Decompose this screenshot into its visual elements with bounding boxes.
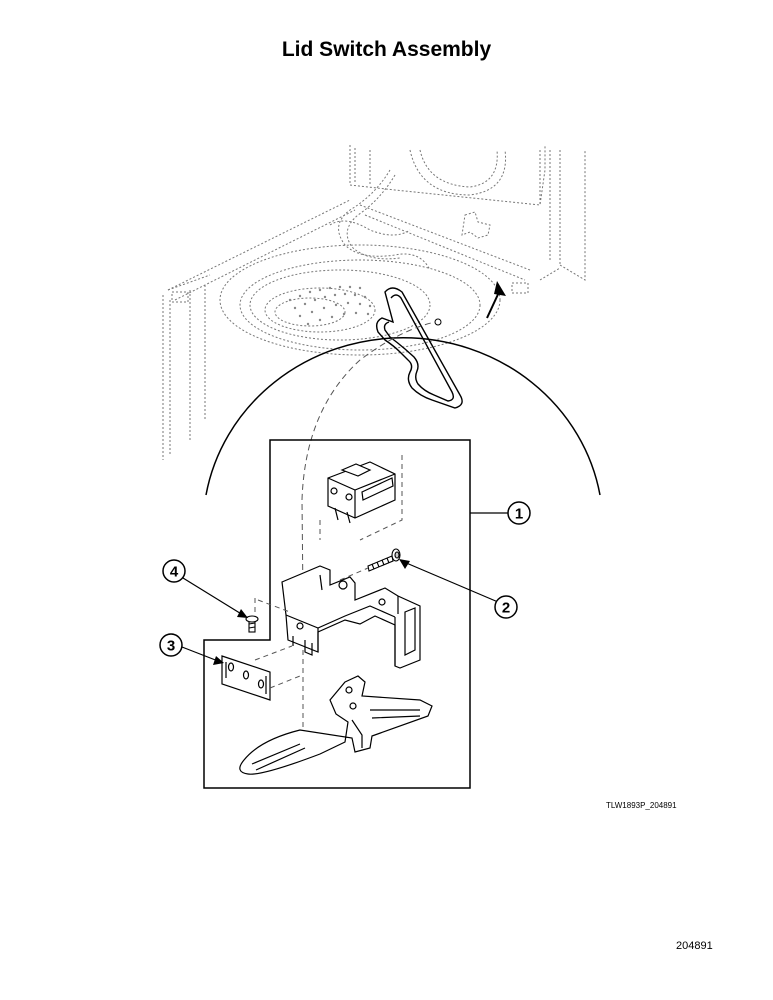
callout-3: 3	[159, 633, 224, 665]
screw-4	[245, 615, 259, 633]
screw-4-guide	[254, 598, 291, 613]
microswitch	[327, 461, 396, 524]
figure-code: TLW1893P_204891	[606, 801, 677, 810]
callout-4: 4	[162, 559, 248, 618]
assembly-path-line	[301, 321, 436, 601]
svg-text:1: 1	[515, 506, 523, 523]
basket-perforations	[288, 285, 372, 326]
svg-text:2: 2	[502, 600, 510, 617]
page-title: Lid Switch Assembly	[281, 38, 492, 61]
location-arrow	[486, 281, 506, 319]
actuator-lever	[239, 675, 433, 775]
screw-2-guide	[339, 567, 369, 581]
nut-plate-guide	[254, 645, 301, 689]
detail-magnifier-arc	[205, 337, 601, 496]
mounting-bracket	[281, 565, 421, 669]
lid-latch-slot	[375, 287, 463, 409]
page-number: 204891	[676, 940, 713, 952]
washer-cabinet	[162, 145, 586, 460]
callout-1: 1	[470, 501, 531, 525]
svg-text:4: 4	[170, 564, 179, 581]
screw-2	[367, 548, 401, 572]
switch-guide-lines	[319, 455, 403, 541]
callout-2: 2	[399, 559, 518, 619]
nut-plate	[221, 655, 271, 701]
exploded-view-frame	[203, 439, 471, 789]
svg-text:3: 3	[167, 638, 175, 655]
